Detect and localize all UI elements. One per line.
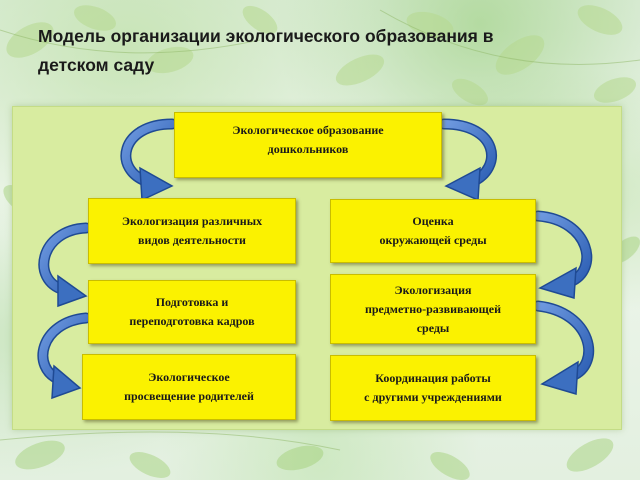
node-text-line: Экологизация различных [121,214,263,228]
node-text-line: предметно-развивающей [364,301,502,316]
node-environment-assessment: Оценка окружающей среды [330,199,536,263]
node-text-line: дошкольников [267,142,349,156]
node-coordination: Координация работы с другими учреждениям… [330,355,536,421]
node-ecologization-environment: Экологизация предметно-развивающей среды [330,274,536,344]
node-text-line: Экологизация [394,282,472,297]
node-text-line: видов деятельности [138,233,246,247]
node-preschool-eco-education: Экологическое образование дошкольников [174,112,442,178]
node-parent-education: Экологическое просвещение родителей [82,354,296,420]
node-text-line: с другими учреждениями [364,390,502,404]
node-text-line: просвещение родителей [124,389,254,403]
node-text-line: окружающей среды [379,233,487,247]
node-text-line: Экологическое [148,370,230,384]
node-text-line: Экологическое образование [232,123,384,137]
node-text-line: Оценка [412,214,454,228]
node-text-line: переподготовка кадров [129,314,255,328]
node-ecologization-activities: Экологизация различных видов деятельност… [88,198,296,264]
node-text-line: среды [416,320,450,335]
node-text-line: Подготовка и [155,295,229,309]
node-staff-training: Подготовка и переподготовка кадров [88,280,296,344]
slide-title: Модель организации экологического образо… [38,26,494,75]
node-text-line: Координация работы [375,371,491,385]
